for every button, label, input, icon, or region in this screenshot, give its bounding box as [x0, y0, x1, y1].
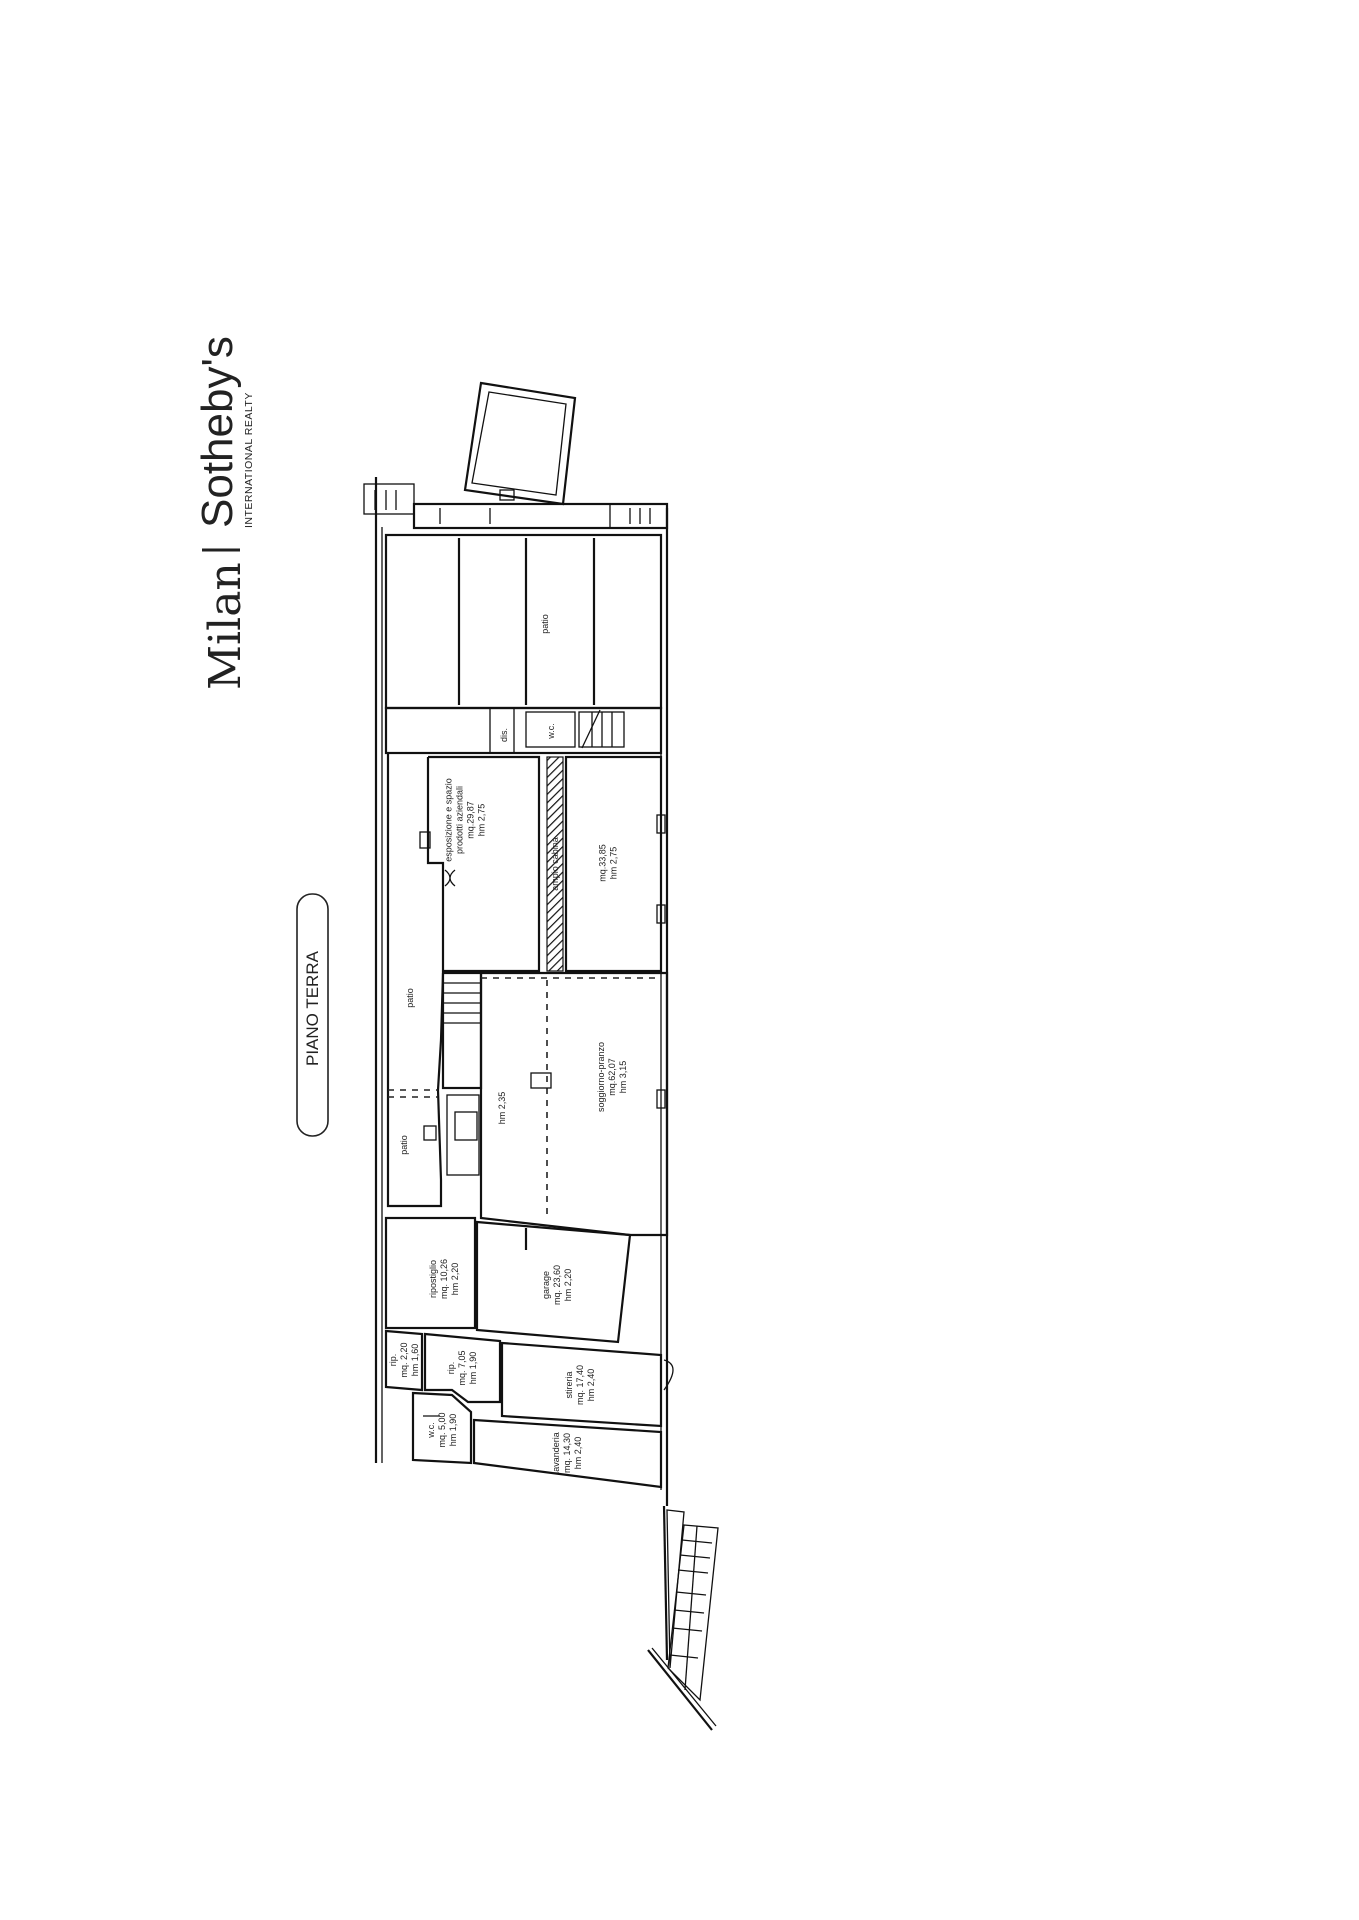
room-label-rip-705: rip. [446, 1362, 456, 1375]
exterior-stairs [647, 1505, 719, 1731]
room-label-wc-top: w.c. [546, 723, 556, 740]
room-label-wc-bottom: hm 1,90 [448, 1414, 458, 1447]
room-label-ripostiglio: hm 2,20 [450, 1263, 460, 1296]
room-label-ripostiglio: ripostiglio [428, 1260, 438, 1298]
room-label-esposizione: hm 2,75 [477, 804, 487, 837]
room-label-hatched: ampio cabina [550, 837, 560, 891]
room-label-patio-left-2: patio [399, 1135, 409, 1155]
room-label-rip-705: mq. 7,05 [457, 1350, 467, 1385]
room-label-lavanderia: hm 2,40 [573, 1437, 583, 1470]
room-label-soggiorno: mq.62,07 [607, 1058, 617, 1096]
room-label-stireria: hm 2,40 [586, 1369, 596, 1402]
room-label-esposizione: esposizione e spazio [444, 778, 454, 862]
room-label-patio-top: patio [540, 614, 550, 634]
room-label-ripostiglio: mq. 10,26 [439, 1259, 449, 1299]
room-label-esposizione: prodotti aziendali [455, 786, 465, 854]
floor-title: PIANO TERRA [303, 950, 322, 1066]
logo-tagline: INTERNATIONAL REALTY [243, 392, 255, 528]
room-label-hm235: hm 2,35 [497, 1092, 507, 1125]
logo-brand: Sotheby's [193, 336, 242, 528]
room-label-patio-left: patio [405, 988, 415, 1008]
walls [363, 381, 719, 1731]
room-label-lavanderia: lavanderia [551, 1432, 561, 1474]
floor-title-badge: PIANO TERRA [296, 893, 329, 1137]
room-label-room-3385: hm 2,75 [609, 847, 619, 880]
room-label-rip-705: hm 1,90 [468, 1352, 478, 1385]
room-label-room-3385: mq.33,85 [598, 844, 608, 882]
room-label-esposizione: mq.29,87 [466, 801, 476, 839]
room-label-rip-small: hm 1,60 [410, 1344, 420, 1377]
room-label-wc-bottom: w.c. [426, 1422, 436, 1439]
hatched-wall [546, 756, 564, 972]
room-label-garage: mq. 23,60 [552, 1265, 562, 1305]
room-label-stireria: stireria [564, 1371, 574, 1398]
logo: Milan Sotheby's INTERNATIONAL REALTY [193, 336, 255, 690]
room-label-rip-small: rip. [388, 1354, 398, 1367]
logo-city: Milan [200, 562, 251, 690]
room-label-stireria: mq. 17,40 [575, 1365, 585, 1405]
room-label-wc-bottom: mq. 5,00 [437, 1412, 447, 1447]
room-label-garage: garage [541, 1271, 551, 1299]
room-label-soggiorno: soggiorno-pranzo [596, 1042, 606, 1112]
room-label-garage: hm 2,20 [563, 1269, 573, 1302]
room-label-soggiorno: hm 3,15 [618, 1061, 628, 1094]
room-label-rip-small: mq. 2,20 [399, 1342, 409, 1377]
room-label-dis: dis. [499, 728, 509, 742]
room-label-lavanderia: mq. 14,30 [562, 1433, 572, 1473]
